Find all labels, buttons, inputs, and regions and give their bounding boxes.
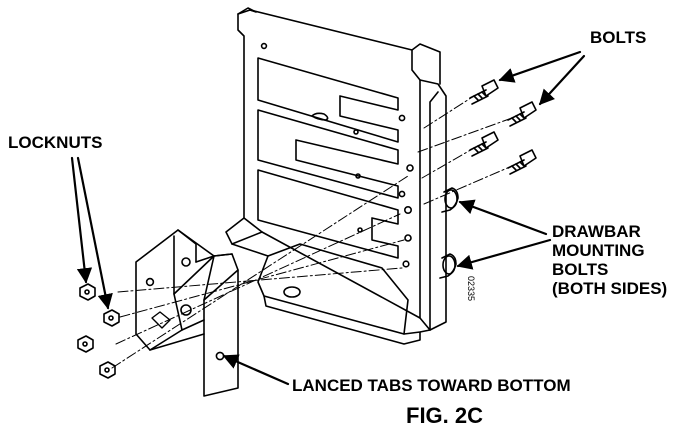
mounting-plate <box>225 7 447 345</box>
drawbar-bolt-upper <box>441 187 459 213</box>
locknut-3 <box>77 335 94 353</box>
drawbar-bolt-lower <box>439 253 457 279</box>
label-drawbar-line-4: (BOTH SIDES) <box>552 279 668 298</box>
label-locknuts: LOCKNUTS <box>8 133 103 152</box>
locknut-1 <box>79 283 96 301</box>
bolt-4 <box>507 149 537 175</box>
label-drawbar-line-3: BOLTS <box>552 260 609 279</box>
label-drawbar-line-2: MOUNTING <box>552 241 645 260</box>
bracket <box>135 229 239 397</box>
leader-lines <box>70 50 586 386</box>
bolt-1 <box>469 79 499 105</box>
bolt-2 <box>507 101 537 127</box>
label-lanced-tabs: LANCED TABS TOWARD BOTTOM <box>292 376 571 395</box>
label-drawbar-line-1: DRAWBAR <box>552 222 641 241</box>
assembly-lines <box>111 95 513 369</box>
locknut-2 <box>103 309 120 327</box>
figure-caption: FIG. 2C <box>406 403 484 428</box>
part-number: 02335 <box>466 276 476 302</box>
label-drawbar-mounting-bolts: DRAWBAR MOUNTING BOLTS (BOTH SIDES) <box>552 222 667 298</box>
bolt-3 <box>469 131 499 157</box>
label-bolts: BOLTS <box>590 28 647 47</box>
locknut-4 <box>99 361 116 379</box>
